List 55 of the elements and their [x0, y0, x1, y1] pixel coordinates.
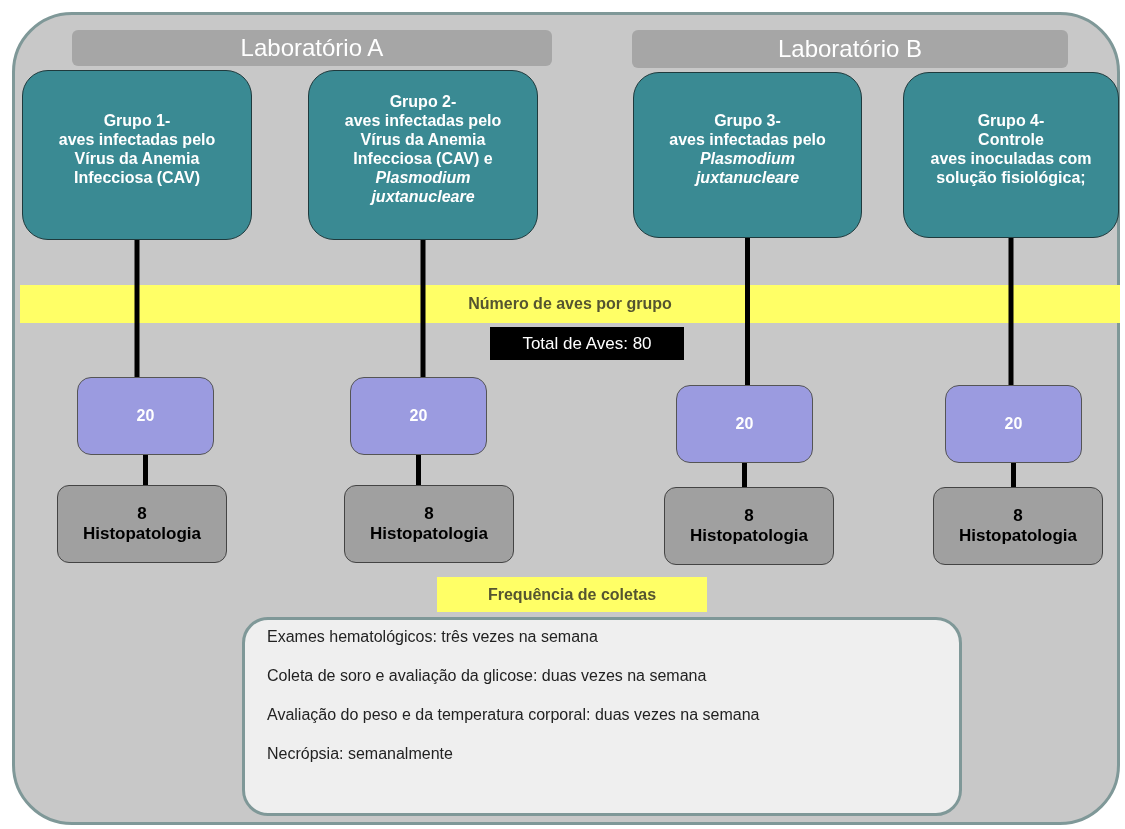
total-text: Total de Aves: 80: [522, 332, 652, 355]
group-box: [308, 70, 538, 240]
total-label-box: [490, 327, 684, 360]
histopathology-box: [664, 487, 834, 565]
count-box: [77, 377, 214, 455]
panel-background: [12, 12, 1120, 825]
histo-text: 8: [137, 504, 147, 524]
header-text: Laboratório B: [777, 37, 923, 61]
count-box: [350, 377, 487, 455]
histo-text: Histopatologia: [369, 524, 489, 544]
connector-line: [143, 455, 148, 485]
connector-line: [742, 463, 747, 487]
group-text: Grupo 1-: [103, 111, 171, 130]
histo-text: Histopatologia: [689, 526, 809, 546]
connector-line: [416, 455, 421, 485]
laboratory-header: [632, 30, 1068, 68]
histo-text: Histopatologia: [82, 524, 202, 544]
connector-line: [1008, 238, 1014, 385]
group-box: [903, 72, 1119, 238]
schedule-item: Necrópsia: semanalmente: [267, 744, 453, 764]
schedule-item: Avaliação do peso e da temperatura corporal: duas vezes na semana: [267, 705, 760, 725]
connector-line: [745, 238, 750, 385]
histo-text: Histopatologia: [958, 526, 1078, 546]
group-box: [22, 70, 252, 240]
group-text: aves infectadas pelo Vírus da Anemia Infecciosa (CAV): [57, 130, 217, 187]
group-text: aves infectadas pelo Plasmodium juxtanucleare: [668, 130, 827, 187]
connector-line: [420, 240, 426, 377]
schedule-item: Coleta de soro e avaliação da glicose: duas vezes na semana: [267, 666, 707, 686]
schedule-box: [242, 617, 962, 816]
count-box: [676, 385, 813, 463]
header-text: Laboratório A: [240, 36, 384, 60]
count-text: 20: [409, 406, 428, 426]
section-title-box: [437, 577, 707, 612]
histopathology-box: [57, 485, 227, 563]
count-text: 20: [1004, 414, 1023, 434]
histopathology-box: [933, 487, 1103, 565]
group-box: [633, 72, 862, 238]
connector-line: [134, 240, 140, 377]
laboratory-header: [72, 30, 552, 66]
count-text: 20: [735, 414, 754, 434]
schedule-item: Exames hematológicos: três vezes na semana: [267, 627, 598, 647]
connector-line: [1011, 463, 1016, 487]
histo-text: 8: [744, 506, 754, 526]
group-text: Grupo 3-: [714, 111, 781, 130]
count-box: [945, 385, 1082, 463]
histo-text: 8: [1013, 506, 1023, 526]
histopathology-box: [344, 485, 514, 563]
group-text: aves infectadas pelo Vírus da Anemia Infecciosa (CAV) e Plasmodium juxtanucleare: [343, 111, 503, 206]
group-text: Controle: [978, 130, 1044, 149]
section-title-text: Frequência de coletas: [487, 584, 657, 605]
group-text: Grupo 2-: [389, 92, 457, 111]
count-text: 20: [136, 406, 155, 426]
group-text: aves inoculadas com solução fisiológica;: [929, 149, 1093, 187]
histo-text: 8: [424, 504, 434, 524]
group-text: Grupo 4-: [977, 111, 1045, 130]
